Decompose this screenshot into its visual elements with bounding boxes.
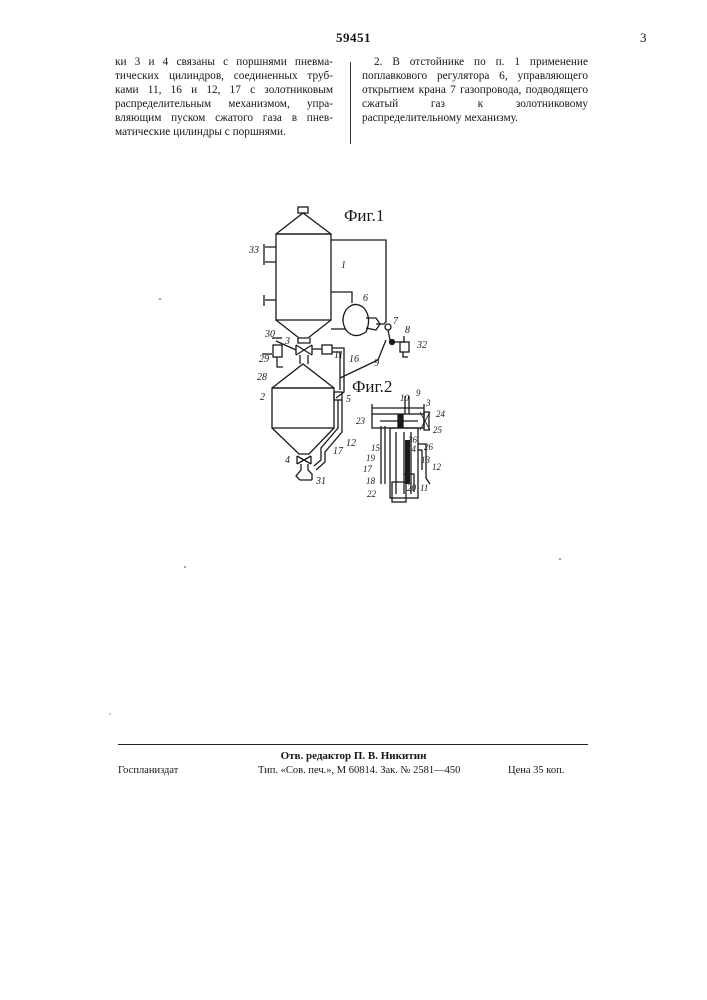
fig1-label-8: 8 xyxy=(405,325,410,336)
fig2-label-15: 15 xyxy=(371,443,381,453)
fig2-caption: Фиг.2 xyxy=(352,377,392,396)
fig2-label-24: 24 xyxy=(436,409,446,419)
printer-info: Тип. «Сов. печ.», М 60814. Зак. № 2581—4… xyxy=(258,765,460,776)
responsible-editor: Отв. редактор П. В. Никитин xyxy=(0,750,707,762)
fig2-label-18: 18 xyxy=(366,476,376,486)
price: Цена 35 коп. xyxy=(508,765,564,776)
fig1-label-33: 33 xyxy=(248,245,259,256)
fig2-label-26: 26 xyxy=(424,442,434,452)
fig1-label-1: 1 xyxy=(341,260,346,271)
fig1-label-32: 32 xyxy=(416,340,427,351)
fig1-caption: Фиг.1 xyxy=(344,206,384,225)
fig1-label-16: 16 xyxy=(349,354,359,365)
fig1-label-5: 5 xyxy=(346,394,351,405)
fig1-label-9: 9 xyxy=(374,358,379,369)
fig2-label-20: 20 xyxy=(407,483,417,493)
fig2-label-23: 23 xyxy=(356,416,366,426)
fig1-label-7: 7 xyxy=(393,316,399,327)
fig1-label-28: 28 xyxy=(257,372,267,383)
fig2-label-17: 17 xyxy=(363,464,373,474)
fig1-label-30: 30 xyxy=(264,329,275,340)
fig2-label-13: 13 xyxy=(421,455,431,465)
fig2-label-9: 9 xyxy=(416,388,421,398)
publisher-name: Госпланиздат xyxy=(118,765,178,776)
fig1-label-17: 17 xyxy=(333,446,344,457)
fig1-label-31: 31 xyxy=(315,476,326,487)
fig2-label-19: 19 xyxy=(366,453,376,463)
fig1-label-6: 6 xyxy=(363,293,368,304)
fig1-label-29: 29 xyxy=(259,354,269,365)
fig2-label-3: 3 xyxy=(425,398,431,408)
footer-rule xyxy=(118,744,588,745)
fig1-label-3: 3 xyxy=(284,336,290,347)
fig1-label-11: 11 xyxy=(334,350,343,361)
fig2-label-14: 14 xyxy=(407,444,417,454)
fig1-label-12: 12 xyxy=(346,438,356,449)
fig2-label-12: 12 xyxy=(432,462,442,472)
fig2-label-10: 10 xyxy=(400,393,410,403)
fig1-label-2: 2 xyxy=(260,392,265,403)
fig2-label-22: 22 xyxy=(367,489,377,499)
fig1-label-4: 4 xyxy=(285,455,290,466)
fig2-label-25: 25 xyxy=(433,425,443,435)
fig2-label-11: 11 xyxy=(420,483,428,493)
